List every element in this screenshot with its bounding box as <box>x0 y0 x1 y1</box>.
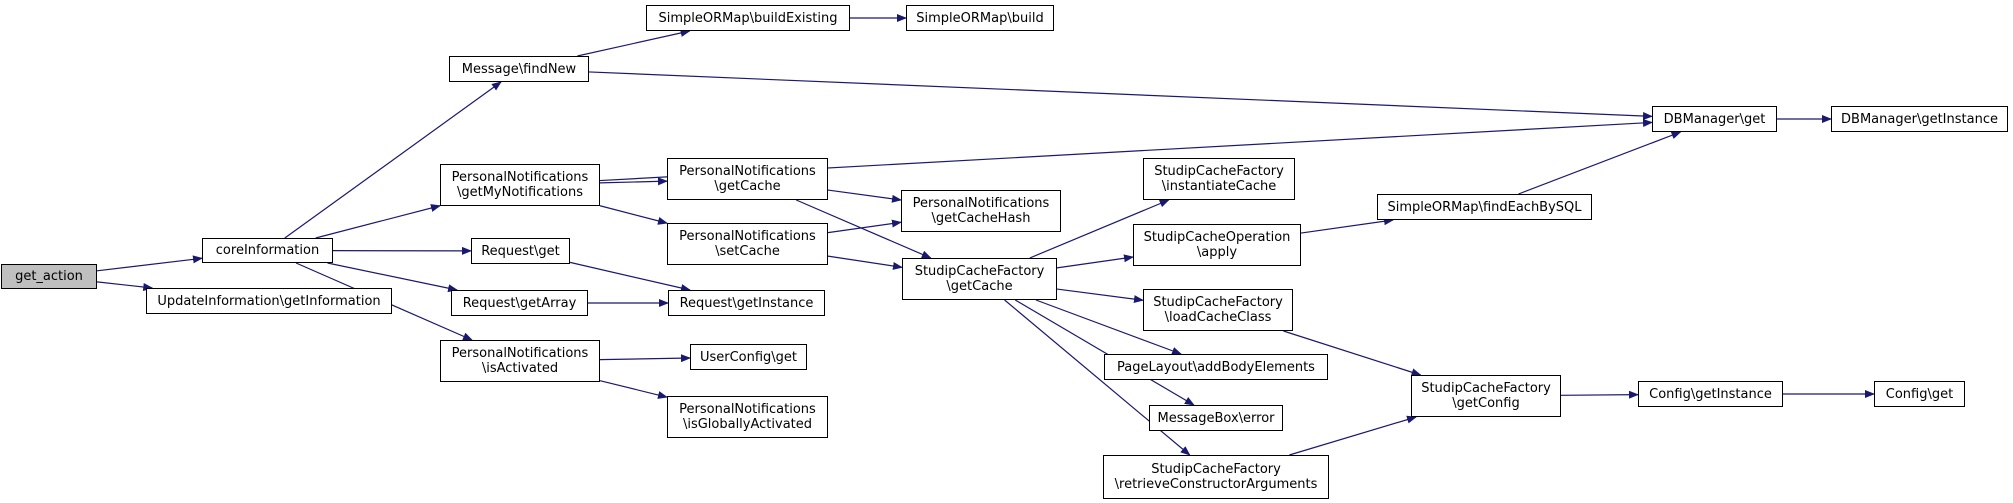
edge-studip-cache-factory-get-config-to-config-get-instance <box>1560 390 1639 399</box>
node-studip-cache-factory-get-cache[interactable]: StudipCacheFactory\getCache <box>902 258 1057 300</box>
edge-message-find-new-to-simple-ormap-build-existing <box>577 29 691 57</box>
edge-personal-notifications-get-cache-to-studip-cache-factory-get-cache <box>795 199 932 259</box>
node-personal-notifications-get-cache[interactable]: PersonalNotifications\getCache <box>667 158 828 200</box>
edge-studip-cache-factory-load-cache-class-to-studip-cache-factory-get-config <box>1283 330 1422 377</box>
node-studip-cache-factory-get-config[interactable]: StudipCacheFactory\getConfig <box>1411 375 1561 417</box>
node-personal-notifications-is-activated[interactable]: PersonalNotifications\isActivated <box>440 340 600 382</box>
edge-studip-cache-factory-get-cache-to-page-layout-add-body-elements <box>1035 299 1182 355</box>
edge-studip-cache-factory-retrieve-constructor-arguments-to-studip-cache-factory-get-config <box>1289 415 1417 456</box>
edge-get-action-to-core-information <box>96 255 203 272</box>
edge-personal-notifications-set-cache-to-personal-notifications-get-cache-hash <box>827 219 902 234</box>
node-simple-or-map-find-each-by-sql[interactable]: SimpleORMap\findEachBySQL <box>1377 194 1592 220</box>
node-studip-cache-factory-retrieve-constructor-arguments[interactable]: StudipCacheFactory\retrieveConstructorAr… <box>1103 455 1329 499</box>
edge-personal-notifications-set-cache-to-studip-cache-factory-get-cache <box>827 255 903 270</box>
node-studip-cache-operation-apply[interactable]: StudipCacheOperation\apply <box>1133 224 1301 266</box>
node-core-information[interactable]: coreInformation <box>202 238 333 263</box>
edge-personal-notifications-get-cache-to-personal-notifications-get-cache-hash <box>827 189 902 203</box>
edge-studip-cache-factory-get-cache-to-studip-cache-operation-apply <box>1056 254 1134 269</box>
node-message-find-new[interactable]: Message\findNew <box>449 56 589 82</box>
edge-simple-ormap-find-each-by-sql-to-db-manager-get <box>1518 131 1682 195</box>
node-request-get-array[interactable]: Request\getArray <box>451 290 588 316</box>
edge-get-action-to-update-information-get-information <box>96 281 154 291</box>
node-config-get[interactable]: Config\get <box>1874 381 1965 407</box>
edge-core-information-to-message-find-new <box>284 81 502 239</box>
node-simple-or-map-build[interactable]: SimpleORMap\build <box>906 5 1054 31</box>
node-request-get-instance[interactable]: Request\getInstance <box>668 290 825 316</box>
node-db-manager-get[interactable]: DBManager\get <box>1652 106 1777 132</box>
edge-personal-notifications-is-activated-to-personal-notifications-is-globally-activated <box>599 380 668 399</box>
node-request-get[interactable]: Request\get <box>471 238 570 264</box>
node-get-action: get_action <box>1 264 97 289</box>
edge-core-information-to-request-get-array <box>327 262 459 293</box>
node-studip-cache-factory-instantiate-cache[interactable]: StudipCacheFactory\instantiateCache <box>1143 158 1295 200</box>
edge-studip-cache-factory-get-cache-to-studip-cache-factory-load-cache-class <box>1056 288 1144 304</box>
edge-request-get-to-request-get-instance <box>569 261 691 292</box>
node-db-manager-get-instance[interactable]: DBManager\getInstance <box>1831 106 2008 132</box>
node-config-get-instance[interactable]: Config\getInstance <box>1638 381 1783 407</box>
edge-personal-notifications-is-activated-to-user-config-get <box>599 354 691 363</box>
node-personal-notifications-get-my-notifications[interactable]: PersonalNotifications\getMyNotifications <box>440 164 600 206</box>
edge-personal-notifications-get-my-notifications-to-personal-notifications-get-cache <box>599 177 668 186</box>
node-message-box-error[interactable]: MessageBox\error <box>1149 405 1283 431</box>
edge-studip-cache-operation-apply-to-simple-ormap-find-each-by-sql <box>1300 217 1394 234</box>
node-page-layout-add-body-elements[interactable]: PageLayout\addBodyElements <box>1104 354 1328 380</box>
node-user-config-get[interactable]: UserConfig\get <box>690 344 807 370</box>
edge-message-find-new-to-db-manager-get <box>588 71 1653 121</box>
edge-studip-cache-factory-get-cache-to-studip-cache-factory-instantiate-cache <box>1029 199 1170 259</box>
node-studip-cache-factory-load-cache-class[interactable]: StudipCacheFactory\loadCacheClass <box>1143 289 1293 331</box>
edge-studip-cache-factory-get-cache-to-message-box-error <box>1014 299 1195 406</box>
node-personal-notifications-is-globally-activated[interactable]: PersonalNotifications\isGloballyActivate… <box>667 396 828 438</box>
node-simple-or-map-build-existing[interactable]: SimpleORMap\buildExisting <box>646 5 850 31</box>
edge-personal-notifications-get-my-notifications-to-personal-notifications-set-cache <box>599 205 668 225</box>
node-update-information-get-information[interactable]: UpdateInformation\getInformation <box>146 288 392 314</box>
node-personal-notifications-set-cache[interactable]: PersonalNotifications\setCache <box>667 223 828 265</box>
edge-core-information-to-personal-notifications-get-my-notifications <box>315 204 441 239</box>
node-personal-notifications-get-cache-hash[interactable]: PersonalNotifications\getCacheHash <box>901 190 1061 232</box>
